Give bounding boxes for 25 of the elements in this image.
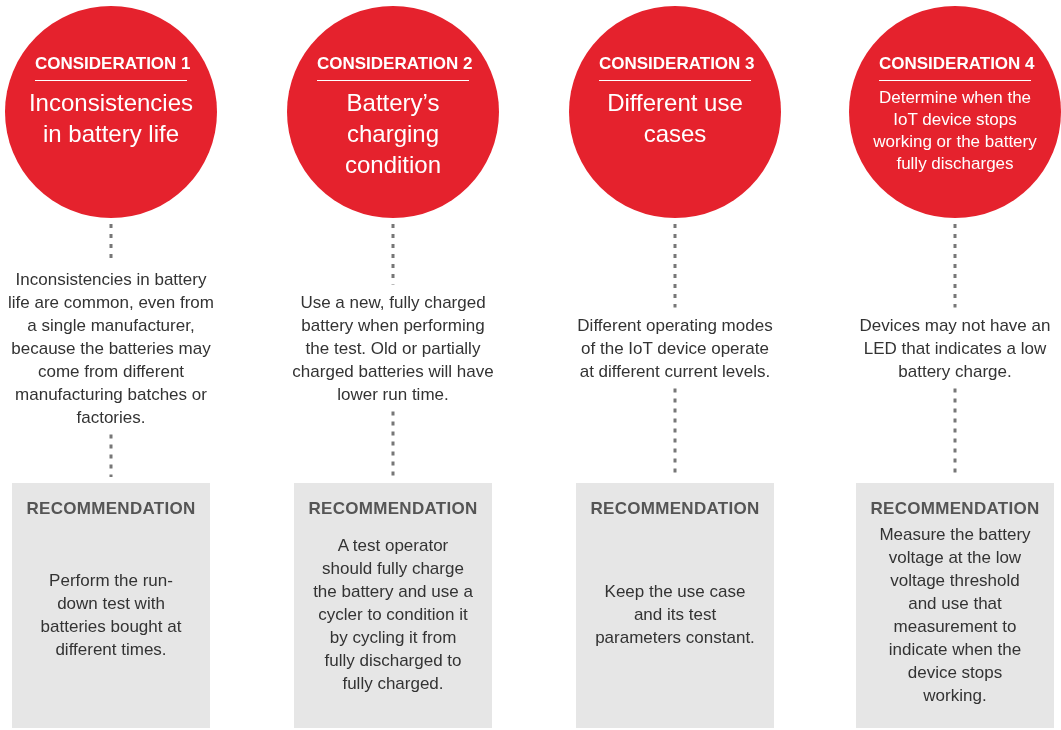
recommendation-panel [12, 483, 210, 728]
recommendation-text: Measure the battery voltage at the low voltage threshold and use that measurement to indicate when the device stops working. [878, 523, 1032, 707]
dotted-connector [673, 224, 677, 308]
recommendation-heading: RECOMMENDATION [590, 499, 760, 519]
recommendation-panel [294, 483, 492, 728]
dotted-connector [109, 434, 113, 477]
recommendation-heading: RECOMMENDATION [308, 499, 478, 519]
consideration-title: Determine when the IoT device stops working or the battery fully discharges [872, 87, 1038, 176]
recommendation-panel [576, 483, 774, 728]
consideration-title: Battery’s charging condition [343, 88, 443, 181]
consideration-description: Use a new, fully charged battery when performing the test. Old or partially charged batteries will have lower run time. [290, 290, 496, 406]
recommendation-heading: RECOMMENDATION [26, 499, 196, 519]
dotted-connector [953, 224, 957, 308]
consideration-description: Inconsistencies in battery life are common, even from a single manufacturer, because the batteries may come from different manufacturing batches or factories. [8, 267, 214, 429]
dotted-connector [391, 411, 395, 477]
dotted-connector [391, 224, 395, 285]
consideration-title: Inconsistencies in battery life [27, 88, 195, 150]
consideration-title: Different use cases [606, 88, 744, 150]
consideration-description: Different operating modes of the IoT device operate at different current levels. [572, 313, 778, 383]
recommendation-text: Keep the use case and its test parameters constant. [595, 581, 755, 649]
recommendation-text: Perform the run-down test with batteries bought at different times. [39, 569, 183, 661]
recommendation-text: A test operator should fully charge the battery and use a cycler to condition it by cycling it from fully discharged to fully charged. [313, 535, 473, 695]
consideration-description: Devices may not have an LED that indicates a low battery charge. [852, 313, 1058, 383]
recommendation-heading: RECOMMENDATION [870, 499, 1040, 519]
recommendation-panel [856, 483, 1054, 728]
